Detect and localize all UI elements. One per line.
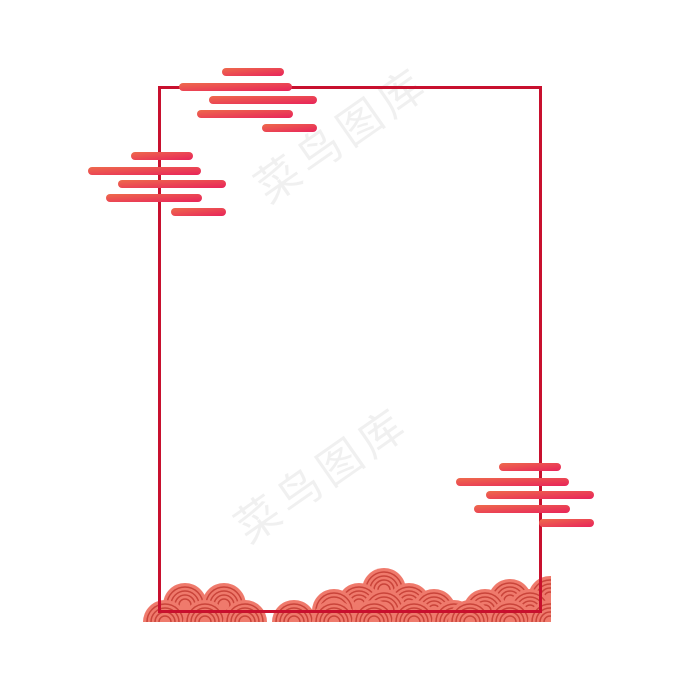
cloud-3 <box>456 463 594 527</box>
frame-border <box>158 86 542 613</box>
cloud-stripe <box>209 96 317 104</box>
wave-scallop <box>488 600 532 622</box>
cloud-stripe <box>222 68 284 76</box>
cloud-stripe <box>118 180 226 188</box>
wave-scallop <box>448 600 492 622</box>
cloud-stripe <box>171 208 226 216</box>
cloud-stripe <box>486 491 594 499</box>
cloud-stripe <box>88 167 201 175</box>
cloud-2 <box>88 152 226 216</box>
cloud-stripe <box>106 194 202 202</box>
cloud-stripe <box>474 505 570 513</box>
wave-scallop <box>223 600 267 622</box>
wave-scallop <box>183 600 227 622</box>
cloud-stripe <box>179 83 292 91</box>
cloud-stripe <box>131 152 193 160</box>
wave-scallop <box>272 600 316 622</box>
cloud-stripe <box>197 110 293 118</box>
wave-scallop <box>143 600 187 622</box>
wave-scallop <box>392 600 436 622</box>
wave-pattern <box>143 568 551 622</box>
cloud-stripe <box>456 478 569 486</box>
cloud-1 <box>179 68 317 132</box>
wave-scallop <box>528 600 551 622</box>
cloud-stripe <box>262 124 317 132</box>
cloud-stripe <box>499 463 561 471</box>
cloud-stripe <box>539 519 594 527</box>
wave-scallop <box>352 600 396 622</box>
wave-scallop <box>312 600 356 622</box>
